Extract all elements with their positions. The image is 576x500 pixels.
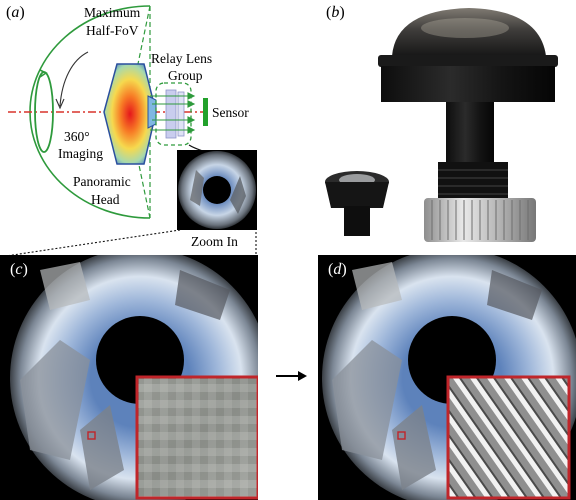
panoramic-head-lens	[103, 63, 157, 165]
label-head-2: Head	[91, 192, 120, 207]
arrow-right-icon	[298, 371, 307, 381]
knurl-lines	[431, 200, 529, 240]
label-imaging-2: Imaging	[58, 146, 103, 161]
panel-a-schematic: (a)	[6, 4, 257, 249]
label-imaging-1: 360°	[64, 129, 90, 144]
panel-a-label: (a)	[6, 4, 25, 21]
rotation-arrow-icon	[39, 69, 48, 78]
lens-front-ring	[378, 55, 558, 67]
label-max-fov-2: Half-FoV	[86, 23, 139, 38]
panel-b-label: (b)	[326, 4, 345, 21]
panel-c-label: (c)	[10, 261, 28, 278]
panel-d-label: (d)	[328, 261, 347, 278]
relay-lens-element-1	[165, 89, 177, 139]
label-relay-2: Group	[168, 68, 203, 83]
lens-main-barrel	[381, 66, 555, 102]
label-sensor: Sensor	[212, 105, 249, 120]
zoom-marker-d	[397, 431, 406, 440]
lens-dome	[392, 8, 546, 56]
thread-lines	[438, 169, 508, 195]
relay-lens-element-2	[177, 91, 185, 137]
label-max-fov-1: Maximum	[84, 5, 141, 20]
small-lens-body	[325, 182, 389, 208]
fisheye-thumbnail-hole	[203, 176, 231, 204]
zoom-marker-c	[87, 431, 96, 440]
panel-c-image	[0, 255, 258, 500]
small-lens-mount	[344, 206, 370, 236]
label-relay-1: Relay Lens	[151, 51, 212, 66]
half-fov-pointer	[59, 51, 89, 107]
arrow-c-to-d	[276, 371, 307, 381]
sensor-bar	[203, 98, 208, 126]
half-fov-arrowhead-icon	[55, 98, 65, 110]
relay-rays	[150, 92, 196, 134]
label-head-1: Panoramic	[73, 174, 131, 189]
zoom-connector-left	[5, 229, 181, 257]
panel-d-image	[318, 255, 576, 500]
lens-exit-element	[147, 95, 157, 129]
label-zoom-in: Zoom In	[191, 234, 238, 249]
panel-b-photo: (b)	[325, 4, 558, 242]
zoom-crop-sharp	[446, 375, 571, 500]
relay-lens-box	[155, 82, 192, 146]
